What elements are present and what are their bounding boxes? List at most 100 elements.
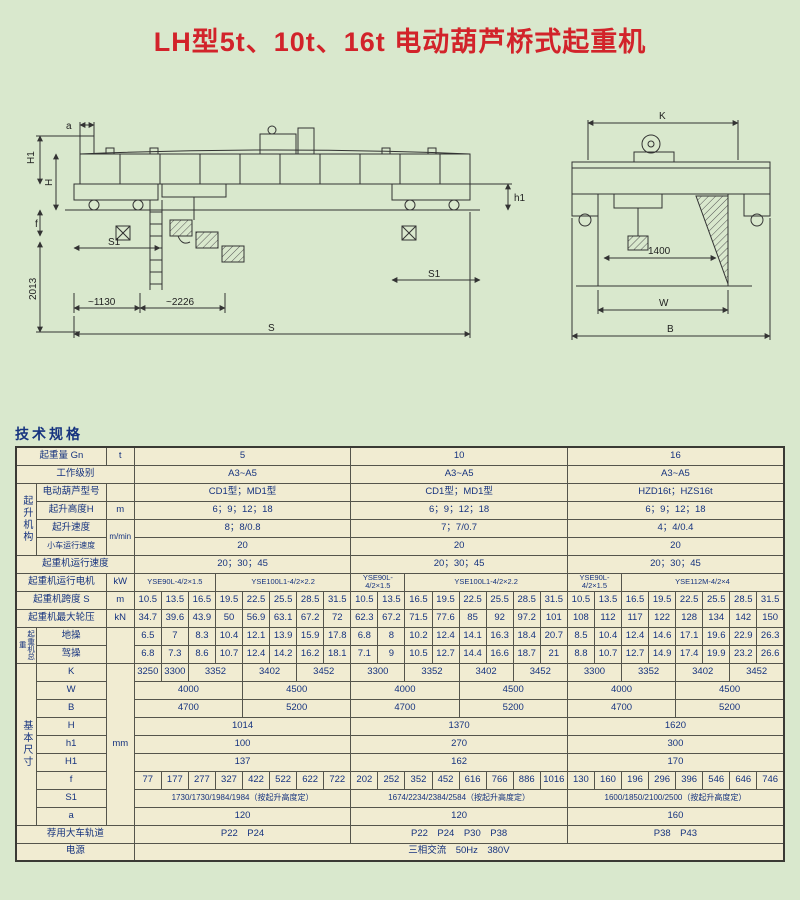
table-cell: 10 bbox=[350, 446, 568, 466]
unit: kN bbox=[105, 608, 135, 628]
table-cell: 28.5 bbox=[729, 590, 758, 610]
table-cell: 20；30；45 bbox=[566, 554, 785, 574]
dim-K-label: K bbox=[659, 111, 666, 122]
table-cell: 10.7 bbox=[593, 644, 623, 664]
section-title: 技术规格 bbox=[15, 426, 83, 442]
table-cell: 4500 bbox=[675, 680, 785, 700]
unit bbox=[105, 626, 135, 664]
table-cell: 646 bbox=[729, 770, 758, 790]
table-cell: 3250 bbox=[133, 662, 162, 682]
table-cell: 12.4 bbox=[242, 644, 271, 664]
table-cell: 20；30；45 bbox=[133, 554, 352, 574]
table-cell: 13.5 bbox=[377, 590, 406, 610]
unit: m bbox=[105, 500, 135, 520]
table-cell: 25.5 bbox=[702, 590, 731, 610]
table-cell: 1674/2234/2384/2584（按起升高度定） bbox=[350, 788, 568, 808]
table-cell: 170 bbox=[566, 752, 785, 772]
table-cell: YSE90L-4/2×1.5 bbox=[350, 572, 406, 592]
table-cell: YSE100L1-4/2×2.2 bbox=[404, 572, 568, 592]
row-label: 驾操 bbox=[35, 644, 107, 664]
table-cell: 352 bbox=[404, 770, 433, 790]
table-cell: 16.5 bbox=[621, 590, 650, 610]
row-label: 起升高度H bbox=[35, 500, 107, 520]
table-cell: 16.6 bbox=[485, 644, 514, 664]
table-cell: P38 P43 bbox=[566, 824, 785, 844]
table-cell: 202 bbox=[350, 770, 379, 790]
unit: m bbox=[105, 590, 135, 610]
table-cell: 150 bbox=[756, 608, 785, 628]
table-cell: A3~A5 bbox=[133, 464, 352, 484]
table-cell: 67.2 bbox=[377, 608, 406, 628]
table-cell: 1370 bbox=[350, 716, 568, 736]
table-cell: 177 bbox=[160, 770, 189, 790]
table-cell: 10.4 bbox=[593, 626, 623, 646]
table-cell: 77.6 bbox=[431, 608, 460, 628]
table-cell: 622 bbox=[296, 770, 325, 790]
table-cell: A3~A5 bbox=[566, 464, 785, 484]
row-label: W bbox=[35, 680, 107, 700]
girder-structure bbox=[65, 125, 480, 290]
table-cell: 12.4 bbox=[621, 626, 650, 646]
table-cell: 120 bbox=[133, 806, 352, 826]
table-cell: 6.8 bbox=[350, 626, 379, 646]
table-cell: 92 bbox=[485, 608, 514, 628]
table-cell: 25.5 bbox=[485, 590, 514, 610]
table-cell: YSE112M-4/2×4 bbox=[621, 572, 785, 592]
dim-1400-label: 1400 bbox=[648, 246, 671, 257]
row-label: 电源 bbox=[15, 842, 135, 862]
row-label: S1 bbox=[35, 788, 107, 808]
table-cell: CD1型；MD1型 bbox=[350, 482, 568, 502]
table-cell: 39.6 bbox=[160, 608, 189, 628]
table-cell: 7.1 bbox=[350, 644, 379, 664]
table-cell: 10.7 bbox=[214, 644, 244, 664]
table-cell: 422 bbox=[242, 770, 271, 790]
table-cell: 28.5 bbox=[512, 590, 541, 610]
table-cell: 14.9 bbox=[648, 644, 677, 664]
row-label: H1 bbox=[35, 752, 107, 772]
table-cell: 3402 bbox=[675, 662, 731, 682]
table-cell: 16.3 bbox=[485, 626, 514, 646]
table-cell: 16 bbox=[566, 446, 785, 466]
table-cell: YSE90L-4/2×1.5 bbox=[566, 572, 623, 592]
table-cell: 3300 bbox=[350, 662, 406, 682]
table-cell: 137 bbox=[133, 752, 352, 772]
table-cell: 4000 bbox=[566, 680, 677, 700]
dim-W-label: W bbox=[659, 298, 669, 309]
table-cell: 130 bbox=[566, 770, 595, 790]
table-cell: 22.5 bbox=[675, 590, 704, 610]
end-view-structure bbox=[571, 134, 771, 287]
table-cell: 128 bbox=[675, 608, 704, 628]
table-cell: 3402 bbox=[458, 662, 514, 682]
table-cell: 17.8 bbox=[323, 626, 352, 646]
row-label: 起重机运行电机 bbox=[15, 572, 107, 592]
table-cell: 160 bbox=[593, 770, 623, 790]
table-cell: 162 bbox=[350, 752, 568, 772]
table-cell: 8.3 bbox=[187, 626, 216, 646]
table-cell: 7.3 bbox=[160, 644, 189, 664]
table-cell: 3300 bbox=[566, 662, 623, 682]
row-label: 工作级别 bbox=[15, 464, 135, 484]
table-cell: 270 bbox=[350, 734, 568, 754]
table-cell: 16.5 bbox=[187, 590, 216, 610]
group-label: 基本尺寸 bbox=[15, 662, 37, 826]
row-label: 起升速度 bbox=[35, 518, 107, 538]
table-cell: 4500 bbox=[458, 680, 568, 700]
row-label: 荐用大车轨道 bbox=[15, 824, 135, 844]
table-cell: 522 bbox=[269, 770, 298, 790]
table-cell: 101 bbox=[539, 608, 568, 628]
dimension-lines bbox=[36, 122, 512, 338]
table-cell: 23.2 bbox=[729, 644, 758, 664]
table-cell: 17.1 bbox=[675, 626, 704, 646]
table-cell: HZD16t；HZS16t bbox=[566, 482, 785, 502]
table-cell: 19.5 bbox=[648, 590, 677, 610]
table-cell: 327 bbox=[214, 770, 244, 790]
table-cell: 10.5 bbox=[566, 590, 595, 610]
